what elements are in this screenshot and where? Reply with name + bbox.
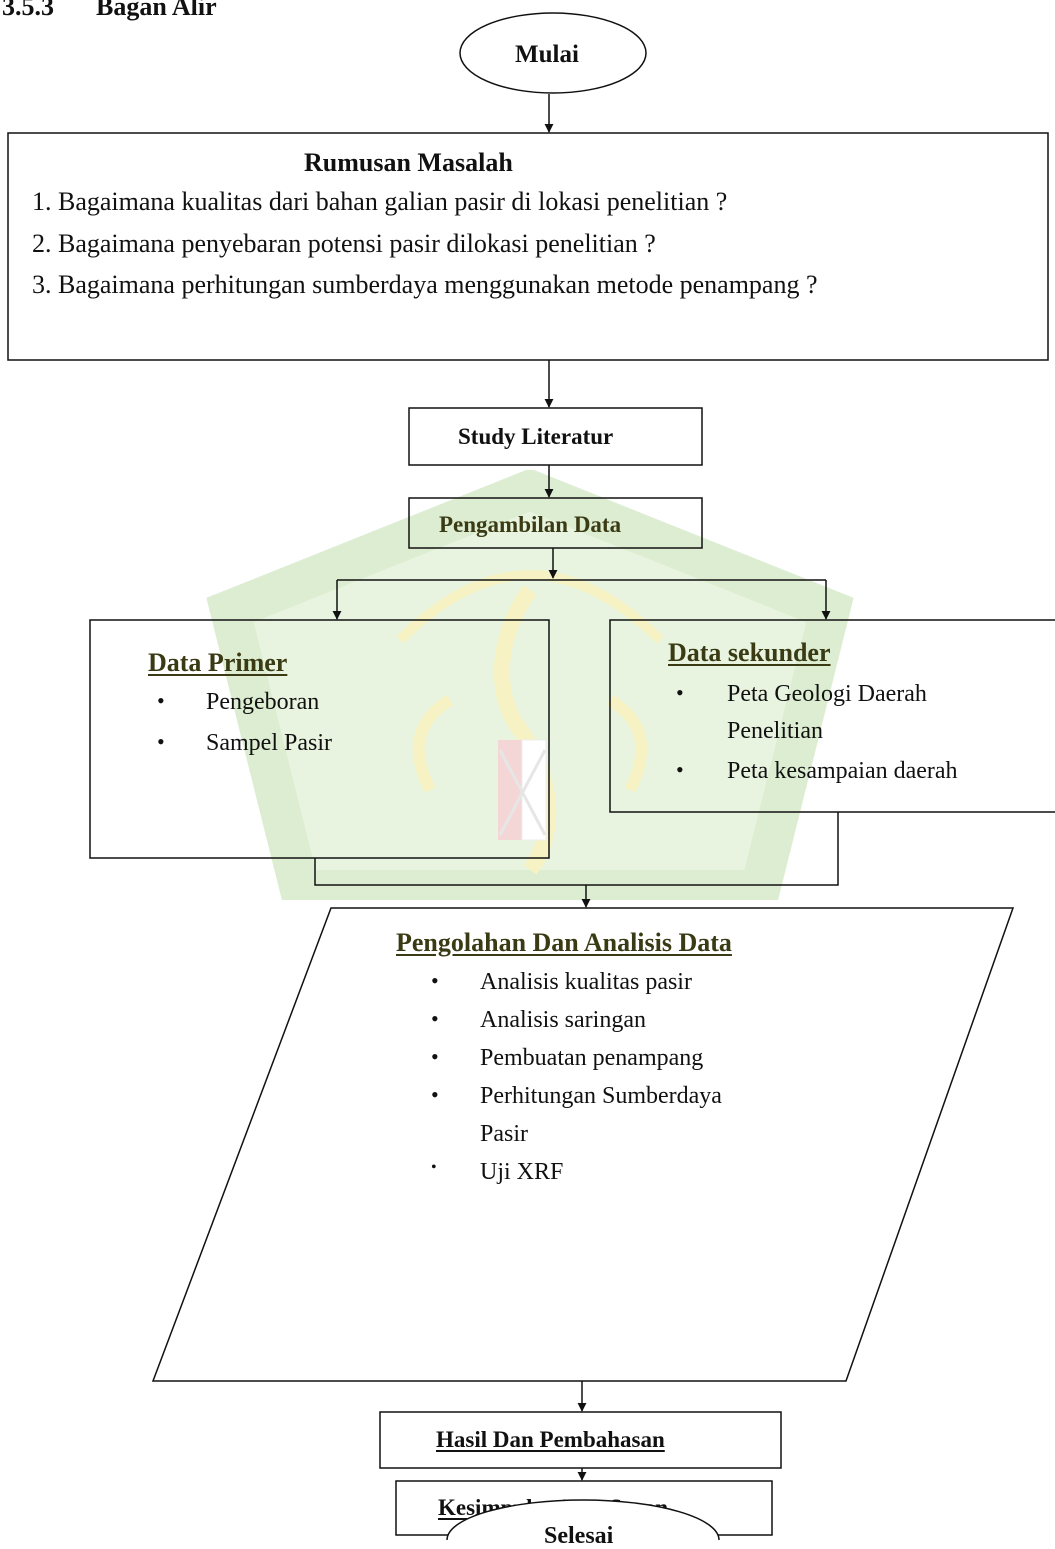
start-terminator [459, 12, 647, 94]
problem-item-3: 3. Bagaimana perhitungan sumberdaya meng… [32, 270, 818, 299]
bullet-icon: • [676, 757, 684, 782]
problem-title: Rumusan Masalah [304, 148, 513, 177]
bullet-icon: • [431, 1044, 439, 1069]
problem-item-1: 1. Bagaimana kualitas dari bahan galian … [32, 187, 728, 216]
data-collection-label: Pengambilan Data [439, 512, 622, 537]
problem-box [7, 132, 1049, 361]
start-label: Mulai [515, 41, 579, 68]
bullet-icon: • [676, 680, 684, 705]
processing-title: Pengolahan Dan Analisis Data [396, 928, 732, 957]
primary-item-2: Sampel Pasir [206, 730, 332, 756]
processing-parallelogram [151, 907, 1015, 1382]
processing-item-4-cont: Pasir [480, 1121, 528, 1147]
end-label: Selesai [544, 1523, 614, 1549]
problem-item-2: 2. Bagaimana penyebaran potensi pasir di… [32, 229, 656, 258]
data-collection-box [408, 497, 703, 549]
primary-title: Data Primer [148, 648, 288, 677]
secondary-item-2: Peta kesampaian daerah [727, 758, 958, 784]
processing-item-4: Perhitungan Sumberdaya [480, 1083, 722, 1109]
secondary-item-1-cont: Penelitian [727, 718, 823, 744]
bullet-icon: • [431, 1006, 439, 1031]
literature-box [408, 407, 703, 466]
bullet-icon: • [157, 729, 165, 754]
primary-item-1: Pengeboran [206, 689, 320, 715]
processing-item-5: Uji XRF [480, 1159, 564, 1185]
secondary-data-box [609, 619, 1055, 813]
connector-merge [314, 812, 839, 886]
secondary-title: Data sekunder [668, 638, 831, 667]
processing-item-2: Analisis saringan [480, 1007, 646, 1033]
section-number: 3.5.3 [2, 0, 54, 21]
bullet-icon: • [431, 1082, 439, 1107]
bullet-icon: • [431, 1159, 437, 1176]
bullet-icon: • [431, 968, 439, 993]
literature-label: Study Literatur [458, 424, 614, 449]
secondary-item-1: Peta Geologi Daerah [727, 681, 927, 707]
processing-item-1: Analisis kualitas pasir [480, 969, 692, 995]
section-label: Bagan Alir [96, 0, 217, 21]
results-label: Hasil Dan Pembahasan [436, 1427, 665, 1452]
results-box [379, 1411, 782, 1469]
bullet-icon: • [157, 688, 165, 713]
section-heading: 3.5.3 Bagan Alir [2, 0, 217, 22]
primary-data-box [89, 619, 550, 859]
watermark-seal [206, 470, 854, 900]
processing-item-3: Pembuatan penampang [480, 1045, 704, 1071]
